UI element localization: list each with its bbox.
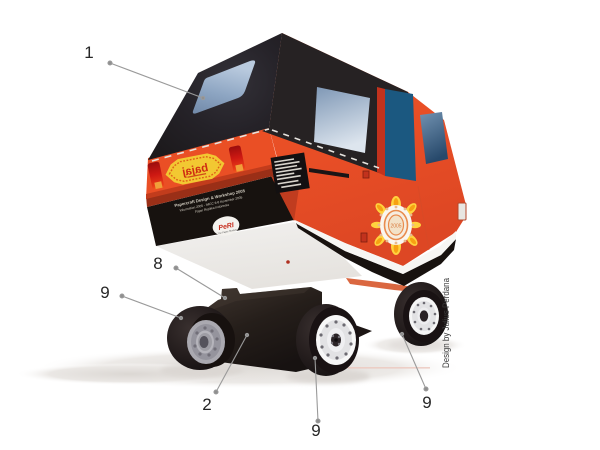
svg-text:9: 9: [422, 393, 431, 412]
svg-text:9: 9: [311, 421, 320, 440]
svg-text:9: 9: [100, 283, 109, 302]
svg-text:2: 2: [202, 395, 211, 414]
svg-text:Design by Julius Perdana: Design by Julius Perdana: [441, 277, 452, 368]
svg-text:PeRI: PeRI: [218, 222, 236, 232]
svg-text:1: 1: [84, 43, 93, 62]
svg-text:Paper Replika Indonesia: Paper Replika Indonesia: [194, 203, 229, 214]
svg-text:8: 8: [153, 254, 162, 273]
svg-text:The Paper Models: The Paper Models: [217, 228, 238, 235]
svg-text:2005: 2005: [390, 224, 401, 230]
